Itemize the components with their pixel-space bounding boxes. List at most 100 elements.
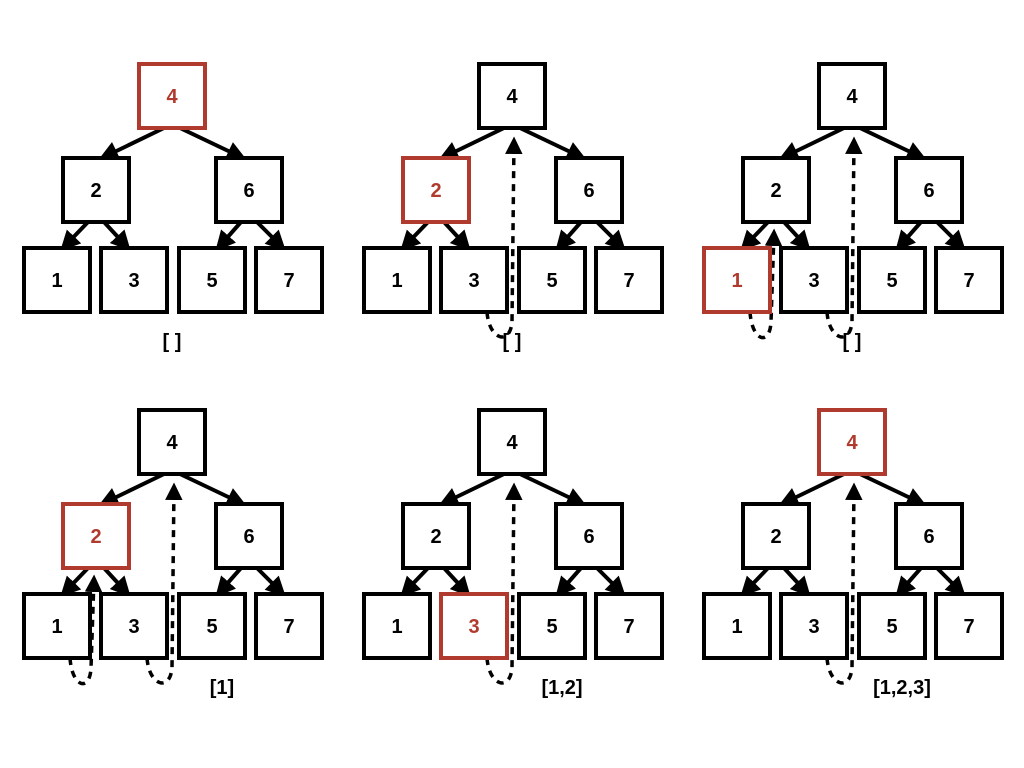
tree-node-label: 6 [923,526,934,548]
tree-edge-arrow [179,472,247,507]
tree-edge-arrow [98,472,165,507]
tree-node-label: 5 [886,270,897,292]
tree-node-label: 4 [166,86,178,108]
tree-edge-arrow [179,126,247,161]
tree-node-box [22,246,92,314]
thread-arrow-1-to-2 [748,228,783,340]
tree-edge-arrow [778,472,845,507]
tree-node-label: 5 [546,616,557,638]
tree-node-label: 3 [468,270,479,292]
tree-node-box [61,156,131,224]
tree-edge-arrow [935,566,966,597]
tree-edge-arrow [438,472,505,507]
tree-node-label: 3 [808,270,819,292]
tree-node-label: 3 [808,616,819,638]
tree-node-box [214,502,284,570]
tree-edge-arrow [740,220,770,251]
tree-node-box [439,246,509,314]
tree-node-box [594,246,664,314]
tree-node-box-current [137,62,207,130]
tree-edge-arrow [555,220,583,251]
tree-node-label: 1 [391,616,402,638]
tree-node-box [99,246,169,314]
tree-node-label: 6 [583,180,594,202]
tree-edge-arrow [782,566,811,597]
tree-node-box [362,246,432,314]
tree-node-label: 7 [623,616,634,638]
tree-node-box [554,502,624,570]
tree-node-label: 2 [430,526,441,548]
tree-node-label: 5 [546,270,557,292]
tree-node-label: 1 [51,270,62,292]
thread-arrow-3-to-4 [825,482,863,685]
thread-arrow-1-to-2 [68,574,103,686]
tree-node-label: 1 [391,270,402,292]
tree-node-label: 6 [583,526,594,548]
tree-edge-arrow [859,126,927,161]
tree-edge-arrow [595,220,626,251]
tree-node-label: 3 [468,616,479,638]
tree-node-label: 2 [430,180,441,202]
tree-node-label: 4 [166,432,178,454]
tree-panel: 4 2 6 1 3 5 7 [ ] [362,62,664,353]
tree-edge-arrow [859,472,927,507]
tree-edge-arrow [60,566,90,597]
tree-node-label: 5 [886,616,897,638]
tree-node-box [702,592,772,660]
tree-node-box-current [61,502,131,570]
tree-node-box-current [817,408,887,476]
tree-node-label: 2 [770,526,781,548]
tree-edge-arrow [400,566,430,597]
output-list-label: [1,2] [541,677,582,699]
tree-edge-arrow [438,126,505,161]
tree-node-label: 4 [506,86,518,108]
tree-node-box [934,592,1004,660]
tree-node-label: 4 [506,432,518,454]
output-list-label: [1,2,3] [873,677,931,699]
tree-node-box [137,408,207,476]
tree-node-label: 6 [923,180,934,202]
tree-node-label: 6 [243,180,254,202]
tree-node-label: 5 [206,616,217,638]
output-list-label: [ ] [503,331,522,353]
output-list-label: [1] [210,677,234,699]
tree-node-box-current [401,156,471,224]
tree-node-label: 7 [623,270,634,292]
tree-edge-arrow [595,566,626,597]
tree-edge-arrow [442,566,471,597]
tree-node-label: 7 [963,270,974,292]
tree-edge-arrow [60,220,90,251]
tree-edge-arrow [519,472,587,507]
tree-node-label: 2 [90,526,101,548]
tree-node-box [857,592,927,660]
tree-node-box [741,156,811,224]
tree-node-box [477,62,547,130]
tree-node-box [517,592,587,660]
tree-edge-arrow [442,220,471,251]
tree-edge-arrow [895,220,923,251]
tree-node-box [779,246,849,314]
tree-node-box [554,156,624,224]
tree-node-label: 2 [90,180,101,202]
tree-node-box [362,592,432,660]
tree-edge-arrow [782,220,811,251]
tree-node-box [894,156,964,224]
tree-edge-arrow [102,220,131,251]
tree-node-label: 5 [206,270,217,292]
tree-node-label: 4 [846,432,858,454]
tree-node-box-current [439,592,509,660]
tree-edge-arrow [255,220,286,251]
tree-node-box [214,156,284,224]
tree-node-label: 6 [243,526,254,548]
output-list-label: [ ] [843,331,862,353]
tree-edge-arrow [895,566,923,597]
tree-panel: 4 2 6 1 3 5 7 [1,2] [362,408,664,699]
tree-node-label: 1 [731,616,742,638]
tree-node-label: 7 [283,616,294,638]
tree-node-box [254,592,324,660]
tree-node-box [934,246,1004,314]
thread-arrow-3-to-4 [485,136,523,339]
